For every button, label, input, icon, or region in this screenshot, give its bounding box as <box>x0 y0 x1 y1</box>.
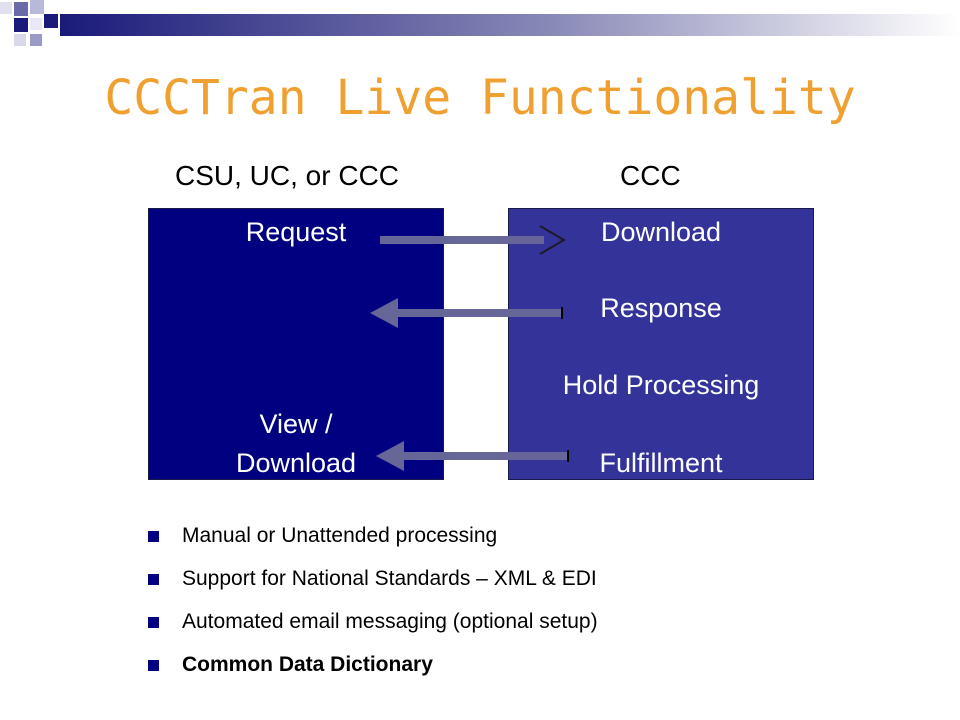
list-item: Support for National Standards – XML & E… <box>148 557 598 600</box>
list-item: Common Data Dictionary <box>148 643 598 686</box>
square-bullet-icon <box>148 531 159 542</box>
page-title: CCCTran Live Functionality <box>104 70 856 126</box>
square-bullet-icon <box>148 574 159 585</box>
ccc-box: Download Response Hold Processing Fulfil… <box>508 208 814 480</box>
square-bullet-icon <box>148 617 159 628</box>
arrow-fulfillment-to-view-download <box>376 441 569 471</box>
list-item: Manual or Unattended processing <box>148 514 598 557</box>
list-item: Automated email messaging (optional setu… <box>148 600 598 643</box>
arrow-response-to-request <box>370 298 563 328</box>
arrow-request-to-download <box>380 225 566 255</box>
hold-processing-label: Hold Processing <box>562 370 760 400</box>
square-bullet-icon <box>148 660 159 671</box>
column-label-requester: CSU, UC, or CCC <box>175 160 400 191</box>
view-download-label-line2: Download <box>235 448 357 478</box>
requester-box: Request View / Download <box>148 208 444 480</box>
request-label: Request <box>245 217 347 247</box>
feature-list: Manual or Unattended processing Support … <box>148 514 598 686</box>
header-decoration <box>0 0 960 46</box>
download-label: Download <box>600 217 722 247</box>
response-label: Response <box>600 293 722 323</box>
view-download-label-line1: View / <box>259 409 333 439</box>
fulfillment-label: Fulfillment <box>599 448 723 478</box>
column-label-ccc: CCC <box>620 160 681 191</box>
